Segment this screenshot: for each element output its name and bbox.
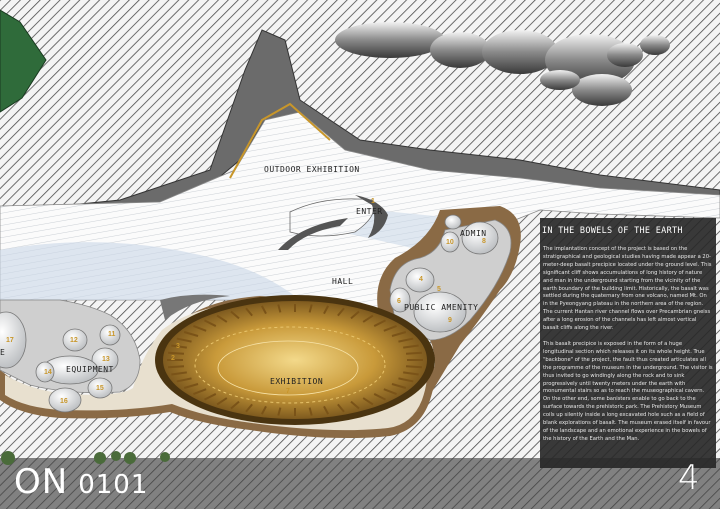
room-number: 10 bbox=[446, 239, 454, 246]
hall-label: HALL bbox=[332, 277, 354, 286]
panel-body: The implantation concept of the project … bbox=[543, 246, 713, 466]
room-number: 5 bbox=[437, 286, 441, 293]
cavern-tooth bbox=[171, 344, 187, 349]
cavern-teeth bbox=[167, 304, 423, 416]
room-number: 16 bbox=[60, 398, 68, 405]
cavern-tooth bbox=[230, 310, 240, 320]
sheet-code-number: 0101 bbox=[78, 470, 149, 500]
cavern-tooth bbox=[323, 305, 330, 315]
cavern-tooth bbox=[362, 314, 374, 323]
cavern-tooth bbox=[183, 383, 199, 389]
panel-title: IN THE BOWELS OF THE EARTH bbox=[542, 226, 683, 236]
cavern-tooth bbox=[398, 377, 414, 383]
cavern-tooth bbox=[373, 393, 386, 401]
cavern-tooth bbox=[350, 310, 360, 320]
equipment-label: EQUIPMENT bbox=[66, 365, 114, 374]
cavern-tooth bbox=[391, 331, 407, 337]
cavern-tooth bbox=[362, 397, 374, 406]
ridge-gold-edge bbox=[229, 102, 331, 179]
cavern-tooth bbox=[260, 305, 267, 315]
room-number: 13 bbox=[102, 356, 110, 363]
cavern-tooth bbox=[204, 319, 217, 327]
room-number: 12 bbox=[70, 337, 78, 344]
cavern-tooth bbox=[176, 337, 192, 343]
cavern-tooth bbox=[277, 407, 282, 416]
enter-curve-wall-2 bbox=[355, 195, 388, 238]
cavern-tooth bbox=[245, 403, 253, 413]
room-number: 3 bbox=[176, 343, 180, 350]
admin-label: ADMIN bbox=[460, 229, 487, 238]
cavern-tooth bbox=[260, 405, 267, 415]
cavern-tooth bbox=[308, 304, 313, 313]
sheet-code-prefix: ON bbox=[14, 462, 69, 502]
cavern-tooth bbox=[337, 307, 345, 317]
sheet-code: ON 0101 bbox=[14, 462, 148, 502]
room-number: 8 bbox=[482, 238, 486, 245]
metallic-sculpture bbox=[335, 22, 670, 106]
cavern-tooth bbox=[391, 383, 407, 389]
cavern-tooth bbox=[176, 377, 192, 383]
trees bbox=[1, 451, 170, 465]
cavern-tooth bbox=[216, 397, 228, 406]
description-panel: IN THE BOWELS OF THE EARTH The implantat… bbox=[540, 218, 716, 468]
cavern-tooth bbox=[398, 337, 414, 343]
cavern-tooth bbox=[323, 405, 330, 415]
enter-lens bbox=[289, 198, 375, 237]
panel-paragraph: This basalt precipice is exposed in the … bbox=[543, 340, 713, 442]
exhibition-label: EXHIBITION bbox=[270, 377, 324, 386]
cavern-tooth bbox=[337, 403, 345, 413]
cavern-tooth bbox=[204, 393, 217, 401]
cavern-tooth bbox=[383, 388, 397, 396]
cavern-tooth bbox=[373, 319, 386, 327]
page-number: 4 bbox=[678, 458, 700, 498]
room-number: 17 bbox=[6, 337, 14, 344]
exhibition-cavern bbox=[155, 295, 435, 425]
cavern-tooth bbox=[168, 365, 185, 369]
room-number: 14 bbox=[44, 369, 52, 376]
cavern-tooth bbox=[216, 314, 228, 323]
cut-off-label: E bbox=[0, 348, 6, 357]
enter-label: ENTER bbox=[356, 207, 383, 216]
cavern-tooth bbox=[403, 344, 419, 349]
green-landscape-corner bbox=[0, 9, 47, 113]
cavern-tooth bbox=[193, 388, 207, 396]
cavern-tooth bbox=[350, 400, 360, 410]
cavern-tooth bbox=[193, 324, 207, 332]
public-amenity-label: PUBLIC AMENITY bbox=[404, 303, 479, 312]
enter-curve-wall bbox=[278, 218, 348, 250]
room-number: 15 bbox=[96, 385, 104, 392]
cavern-tooth bbox=[383, 324, 397, 332]
room-number: 6 bbox=[397, 298, 401, 305]
room-number: 11 bbox=[108, 331, 116, 338]
cavern-tooth bbox=[308, 407, 313, 416]
amenity-pods bbox=[389, 214, 499, 333]
room-number: 1 bbox=[371, 198, 375, 205]
room-number: 7 bbox=[286, 388, 290, 395]
wall-segment bbox=[160, 294, 230, 320]
cavern-tooth bbox=[230, 400, 240, 410]
room-number: 2 bbox=[171, 355, 175, 362]
room-number: 4 bbox=[419, 276, 423, 283]
room-number: 9 bbox=[448, 317, 452, 324]
cavern-tooth bbox=[277, 304, 282, 313]
glass-roof bbox=[0, 242, 300, 300]
cavern-tooth bbox=[168, 351, 185, 355]
cavern-tooth bbox=[183, 331, 199, 337]
cavern-tooth bbox=[245, 307, 253, 317]
cavern-tooth bbox=[405, 365, 422, 369]
cavern-tooth bbox=[403, 371, 419, 376]
outdoor-exhibition-label: OUTDOOR EXHIBITION bbox=[264, 165, 360, 174]
equipment-pods bbox=[0, 311, 121, 413]
cavern-tooth bbox=[405, 351, 422, 355]
cavern-tooth bbox=[171, 371, 187, 376]
panel-paragraph: The implantation concept of the project … bbox=[543, 246, 712, 332]
